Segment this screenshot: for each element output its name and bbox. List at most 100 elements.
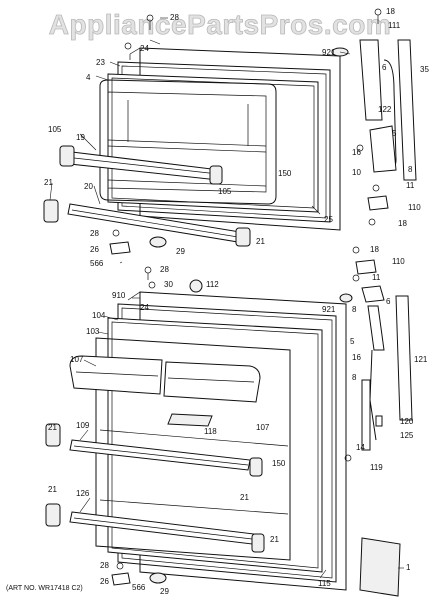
callout-28-lower: 28 <box>160 265 169 274</box>
plug-921-lower <box>339 293 353 303</box>
callout-14: 14 <box>356 443 365 452</box>
butter-tray-118 <box>167 413 213 427</box>
callout-labels: 28 18 24 111 23 921 6 35 4 122 105 19 5 … <box>44 7 429 596</box>
callout-111: 111 <box>388 21 401 30</box>
fresh-food-door-assembly <box>45 266 347 591</box>
hinge-rod-119 <box>361 379 371 451</box>
callout-24-lower: 24 <box>140 303 149 312</box>
callout-21-lower3: 21 <box>48 485 57 494</box>
callout-18-top: 28 <box>170 13 179 22</box>
upper-small-parts <box>109 229 167 255</box>
upper-hinge-assembly <box>356 8 417 226</box>
callout-18-right: 18 <box>398 219 407 228</box>
callout-120: 120 <box>400 417 414 426</box>
callout-107-right: 107 <box>256 423 270 432</box>
callout-150-lower: 150 <box>272 459 286 468</box>
callout-910: 910 <box>112 291 126 300</box>
cap-29-top <box>149 236 167 248</box>
stop-26-bottom <box>111 572 131 586</box>
cap-29-bottom <box>149 572 167 584</box>
dairy-bin-107-right <box>163 361 261 403</box>
lower-small-parts <box>111 562 167 586</box>
callout-21-lower4: 21 <box>270 535 279 544</box>
callout-28: 28 <box>90 229 99 238</box>
callout-103: 103 <box>86 327 100 336</box>
callout-566: 566 <box>90 259 104 268</box>
watermark-text: AppliancePartsPros.com <box>49 9 391 40</box>
callout-20: 20 <box>84 182 93 191</box>
callout-8-lower2: 8 <box>352 373 357 382</box>
callout-121: 121 <box>414 355 428 364</box>
art-number: (ART NO. WR17418 C2) <box>6 585 83 592</box>
callout-4: 4 <box>86 73 91 82</box>
callout-566-bottom: 566 <box>132 583 146 592</box>
callout-115: 115 <box>318 579 331 588</box>
callout-104: 104 <box>92 311 106 320</box>
callout-21: 21 <box>44 178 53 187</box>
callout-23: 23 <box>96 58 105 67</box>
shelf-end-cap-21b <box>235 227 251 247</box>
shelf-end-cap-105b <box>209 165 223 185</box>
shelf-end-cap-105 <box>59 145 75 167</box>
callout-35: 35 <box>420 65 429 74</box>
leader-lines <box>49 17 404 579</box>
callout-110-lower: 110 <box>392 257 405 266</box>
callout-19: 19 <box>76 133 85 142</box>
callout-29: 29 <box>176 247 185 256</box>
door-stop-121 <box>395 295 413 421</box>
callout-112: 112 <box>206 280 219 289</box>
callout-6: 6 <box>382 63 387 72</box>
callout-6-lower: 6 <box>386 297 391 306</box>
callout-24: 24 <box>140 44 149 53</box>
callout-126: 126 <box>76 489 90 498</box>
lower-hinge-assembly <box>339 246 413 597</box>
dairy-bin-107-left <box>69 355 163 395</box>
callout-11: 11 <box>406 181 415 190</box>
callout-21-right: 21 <box>256 237 265 246</box>
callout-150: 150 <box>278 169 292 178</box>
callout-119: 119 <box>370 463 383 472</box>
hinge-cover-5 <box>369 125 397 173</box>
callout-1: 1 <box>406 563 411 572</box>
callout-118: 118 <box>204 427 217 436</box>
stop-26-top <box>109 241 131 255</box>
shelf-end-cap-21 <box>43 199 59 223</box>
callout-25: 25 <box>324 215 333 224</box>
callout-28-bottom: 28 <box>100 561 109 570</box>
callout-21-lower1: 21 <box>48 423 57 432</box>
callout-125: 125 <box>400 431 414 440</box>
callout-21-lower2: 21 <box>240 493 249 502</box>
plug-112 <box>189 279 203 293</box>
callout-110: 110 <box>408 203 421 212</box>
callout-18: 18 <box>386 7 395 16</box>
callout-16-lower: 16 <box>352 353 361 362</box>
callout-16: 16 <box>352 148 361 157</box>
callout-5-lower: 5 <box>350 337 355 346</box>
callout-107-left: 107 <box>70 355 84 364</box>
door-stop-35 <box>397 39 417 181</box>
callout-26: 26 <box>90 245 99 254</box>
callout-105-left: 105 <box>48 125 62 134</box>
callout-30: 30 <box>164 280 173 289</box>
callout-5: 5 <box>392 129 397 138</box>
callout-921-lower: 921 <box>322 305 336 314</box>
callout-921: 921 <box>322 48 336 57</box>
freezer-shelf-compartment <box>99 79 277 205</box>
callout-26-bottom: 26 <box>100 577 109 586</box>
hinge-bracket-122 <box>359 39 383 121</box>
hinge-110-lower <box>355 259 377 275</box>
callout-18-lower: 18 <box>370 245 379 254</box>
callout-11-lower: 11 <box>372 273 381 282</box>
callout-8: 8 <box>408 165 413 174</box>
callout-122: 122 <box>378 105 392 114</box>
callout-105-right: 105 <box>218 187 232 196</box>
callout-109: 109 <box>76 421 90 430</box>
door-shelf-bar-109 <box>69 439 251 471</box>
fresh-door-liner <box>107 317 323 573</box>
callout-8-lower: 8 <box>352 305 357 314</box>
freezer-door-assembly <box>43 14 349 247</box>
callout-10: 10 <box>352 168 361 177</box>
hinge-6-lower <box>367 305 385 351</box>
panel-1 <box>359 537 401 597</box>
